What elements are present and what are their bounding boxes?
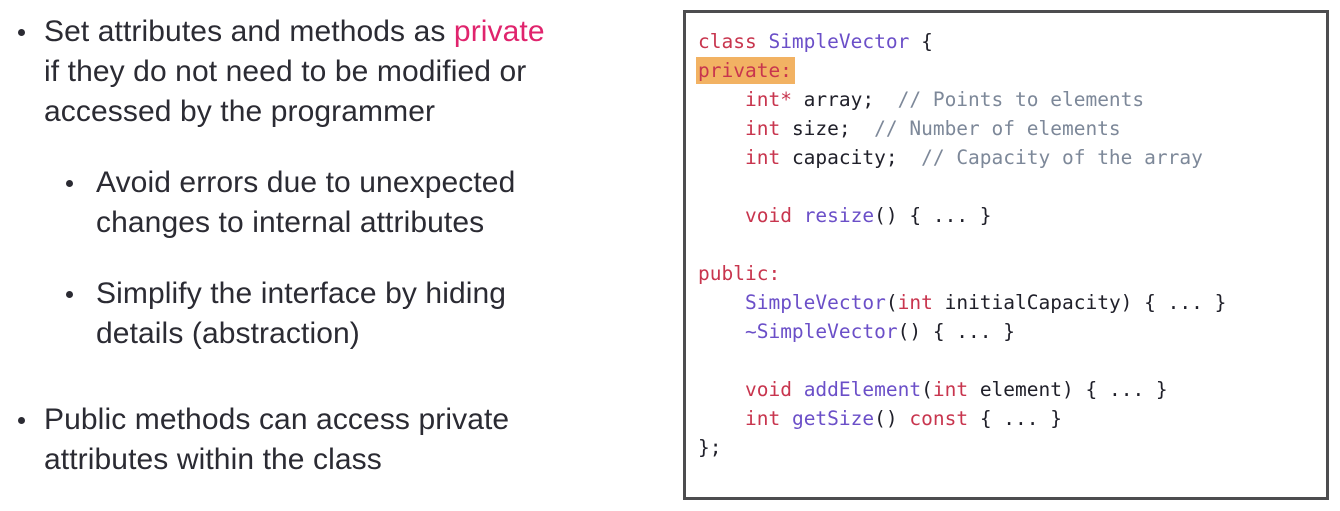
code-token: void [744,378,792,401]
code-token: SimpleVector [744,291,886,314]
bullet-text: Avoid errors due to unexpected changes to… [96,163,515,243]
code-line: int capacity; // Capacity of the array [698,143,1326,172]
code-token: // Number of elements [874,117,1121,140]
code-token: SimpleVector [768,30,910,53]
code-token: capacity; [780,146,922,169]
bullet-item: Public methods can access private attribu… [18,400,674,480]
code-token: int [744,146,781,169]
bullet-dot-icon [66,180,73,187]
code-token: () { ... } [897,320,1015,343]
bullet-line: changes to internal attributes [96,203,515,243]
code-token: { ... } [968,407,1062,430]
code-panel: class SimpleVector {private: int* array;… [683,10,1329,500]
text-segment: Public methods can access private [44,403,510,436]
code-token [698,320,745,343]
code-token: // Capacity of the array [921,146,1203,169]
code-token: resize [803,204,875,227]
code-token: public: [698,262,781,285]
code-line [698,230,1326,259]
code-token [780,407,792,430]
code-line: }; [698,433,1326,462]
code-token: int [897,291,933,314]
bullet-line: accessed by the programmer [44,92,545,132]
code-line [698,172,1326,201]
code-token [698,378,745,401]
code-token [698,117,745,140]
code-token: // Points to elements [897,88,1145,111]
bullet-dot-icon [66,291,73,298]
code-token: int* [744,88,792,111]
bullet-text: Simplify the interface by hiding details … [96,274,506,354]
code-token: getSize [791,407,875,430]
code-line: private: [696,56,1326,85]
text-segment: accessed by the programmer [44,95,436,128]
bullet-item: Simplify the interface by hiding details … [66,274,674,354]
text-segment: Set attributes and methods as [44,15,454,48]
code-token [698,88,745,111]
code-token: void [744,204,792,227]
code-line: class SimpleVector { [698,27,1326,56]
bullet-line: Set attributes and methods as private [44,12,545,52]
text-segment: Avoid errors due to unexpected [96,166,516,199]
code-token: element) { ... } [968,378,1168,401]
code-line: void resize() { ... } [698,201,1326,230]
code-token: ~SimpleVector [744,320,898,343]
code-token: int [744,407,781,430]
code-token: class [698,30,757,53]
code-token [698,291,745,314]
text-segment: changes to internal attributes [96,206,485,239]
bullet-item: Avoid errors due to unexpected changes to… [66,163,674,243]
bullet-line: Public methods can access private [44,400,509,440]
bullet-line: Avoid errors due to unexpected [96,163,515,203]
code-token: () [874,407,910,430]
code-token: const [909,407,969,430]
code-token: { [909,30,933,53]
code-token [698,407,745,430]
code-block: class SimpleVector {private: int* array;… [696,27,1326,462]
code-token [698,204,745,227]
code-token [698,146,745,169]
code-token [757,30,769,53]
text-segment: attributes within the class [44,443,382,476]
code-line [698,346,1326,375]
text-segment: if they do not need to be modified or [44,55,527,88]
code-token: ( [921,378,933,401]
bullet-dot-icon [18,417,25,424]
code-token: array; [791,88,898,111]
code-token [792,204,804,227]
text-segment: details (abstraction) [96,317,360,350]
code-token [792,378,804,401]
bullet-line: if they do not need to be modified or [44,52,545,92]
code-token: initialCapacity) { ... } [932,291,1227,314]
bullet-text: Public methods can access private attribu… [44,400,509,480]
code-token: ( [885,291,898,314]
code-line: public: [698,259,1326,288]
bullet-dot-icon [18,29,25,36]
code-token: }; [698,436,722,459]
code-line: ~SimpleVector() { ... } [698,317,1326,346]
bullet-line: Simplify the interface by hiding [96,274,506,314]
bullet-line: details (abstraction) [96,314,506,354]
code-line: int size; // Number of elements [698,114,1326,143]
code-line: int* array; // Points to elements [698,85,1326,114]
code-line: void addElement(int element) { ... } [698,375,1326,404]
accent-word: private [453,15,545,48]
code-line: int getSize() const { ... } [698,404,1326,433]
code-line: SimpleVector(int initialCapacity) { ... … [698,288,1326,317]
text-segment: Simplify the interface by hiding [96,277,507,310]
code-token: private: [696,57,795,84]
code-token: addElement [803,378,922,401]
bullet-line: attributes within the class [44,440,509,480]
code-token: size; [780,117,875,140]
code-token: int [932,378,969,401]
code-token: () { ... } [874,204,992,227]
code-token: int [744,117,781,140]
